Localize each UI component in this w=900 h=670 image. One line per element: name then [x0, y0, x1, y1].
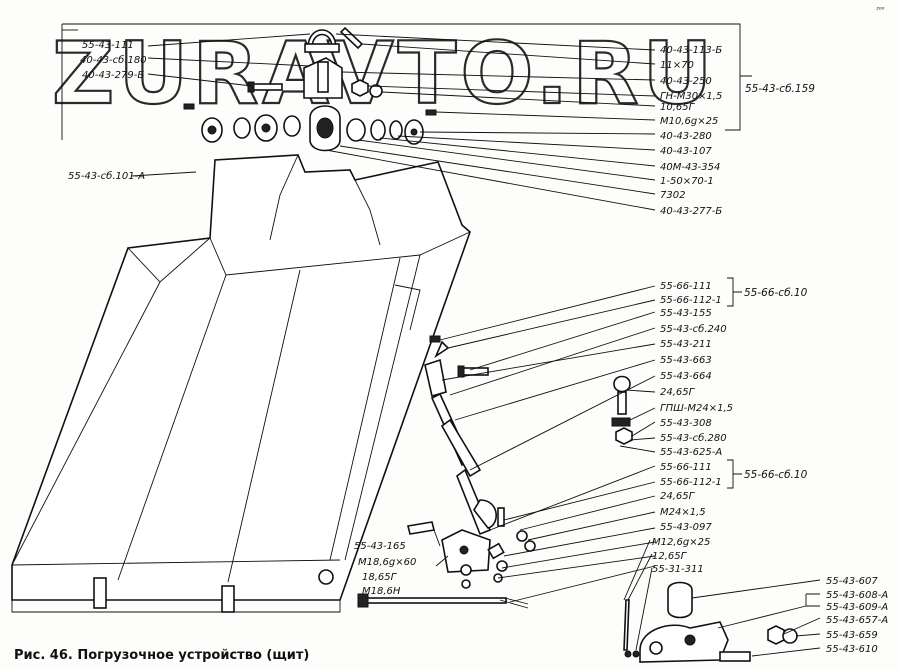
top-hardware: [131, 26, 656, 211]
part-label-l40: М18,6Н: [362, 586, 401, 597]
part-label-l32: М24×1,5: [660, 507, 706, 518]
part-label-l31: 24,65Г: [660, 491, 696, 502]
part-label-l43: 55-43-609-А: [826, 602, 888, 613]
part-label-l23: 55-43-664: [660, 371, 712, 382]
part-label-l24: 24,65Г: [660, 387, 696, 398]
part-label-l21: 55-43-211: [660, 339, 712, 350]
hinge-assembly: [623, 539, 821, 663]
part-label-l34: М12,6g×25: [652, 537, 710, 548]
part-label-l36: 55-31-311: [652, 564, 704, 575]
part-label-l14: 7302: [660, 190, 685, 201]
part-label-l5: 11×70: [660, 60, 694, 71]
corner-mark: ²⁰⁰: [876, 6, 885, 14]
shield-plate: [11, 154, 471, 613]
part-label-40-43-279: 40-43-279-Б: [82, 70, 144, 81]
strut-assembly: [357, 285, 656, 609]
part-label-l29: 55-66-111: [660, 462, 712, 473]
part-label-40-43-sb180: 40-43-сб.180: [80, 54, 147, 66]
figure-caption: Рис. 46. Погрузочное устройство (щит): [14, 648, 309, 663]
part-label-l6: 40-43-250: [660, 76, 712, 87]
group-bracket-2: [727, 277, 742, 307]
part-label-l9: М10,6g×25: [660, 116, 718, 127]
group-bracket-3: [727, 459, 742, 489]
part-label-l22: 55-43-663: [660, 355, 712, 366]
part-label-l45: 55-43-659: [826, 630, 878, 641]
part-label-l46: 55-43-610: [826, 644, 878, 655]
part-label-l11: 40-43-107: [660, 146, 712, 157]
group-label-3: 55-66-сб.10: [744, 469, 808, 481]
part-label-l12: 40М-43-354: [660, 162, 720, 173]
part-label-l20: 55-43-сб.240: [660, 323, 727, 335]
part-label-l25: ГПШ-М24×1,5: [660, 403, 733, 414]
part-label-l42: 55-43-608-А: [826, 590, 888, 601]
part-label-l44: 55-43-657-А: [826, 615, 888, 626]
part-label-l8: 10,65Г: [660, 102, 696, 113]
part-label-l39: 18,65Г: [362, 572, 398, 583]
part-label-l7: ГН-М30×1,5: [660, 91, 722, 102]
part-label-l13: 1-50×70-1: [660, 176, 714, 187]
part-label-l37: 55-43-165: [354, 541, 406, 552]
part-label-l38: М18,6g×60: [358, 557, 416, 568]
part-label-shield: 55-43-сб.101-А: [68, 170, 145, 182]
part-label-l15: 40-43-277-Б: [660, 206, 722, 217]
part-label-l33: 55-43-097: [660, 522, 712, 533]
part-label-l41: 55-43-607: [826, 576, 878, 587]
part-label-l18: 55-66-112-1: [660, 295, 722, 306]
group-label-1: 55-43-сб.159: [745, 83, 815, 95]
group-label-2: 55-66-сб.10: [744, 287, 808, 299]
part-label-l26: 55-43-308: [660, 418, 712, 429]
watermark: ZURAVTO.RU: [52, 24, 716, 124]
part-label-l19: 55-43-155: [660, 308, 712, 319]
part-label-l17: 55-66-111: [660, 281, 712, 292]
part-label-l28: 55-43-625-А: [660, 447, 722, 458]
group-bracket-1: [61, 23, 752, 140]
part-label-l30: 55-66-112-1: [660, 477, 722, 488]
part-label-55-43-111: 55-43-111: [82, 40, 134, 51]
part-label-l35: 12,65Г: [652, 551, 688, 562]
part-label-l27: 55-43-сб.280: [660, 432, 727, 444]
part-label-l4: 40-43-113-Б: [660, 45, 722, 56]
part-label-l10: 40-43-280: [660, 131, 712, 142]
